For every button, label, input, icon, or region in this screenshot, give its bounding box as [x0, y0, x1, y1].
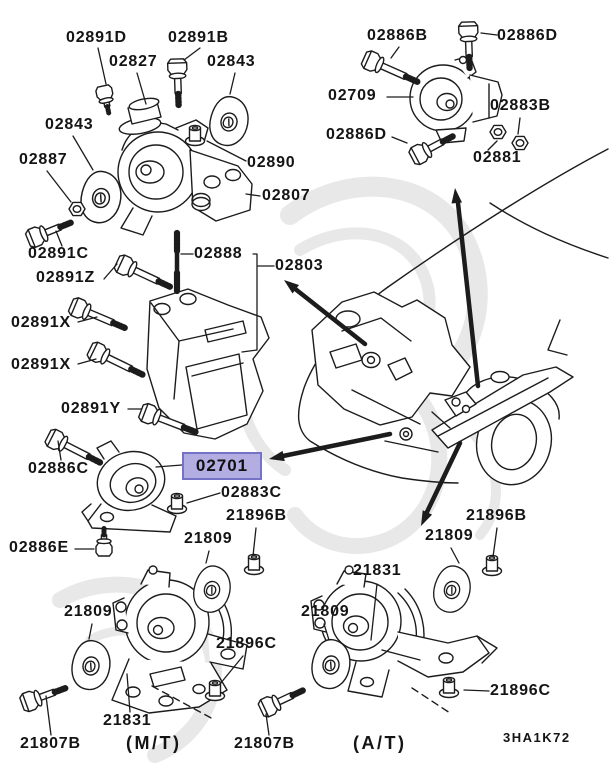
transmission-variant-label-mt: (M/T): [126, 733, 182, 753]
leader-lines: [45, 32, 521, 736]
part-label-21807b-mt: 21807B: [20, 735, 81, 752]
mount-02701-drawing: [81, 440, 177, 533]
bolt-02891z-drawing: [113, 253, 175, 296]
shield-02843-left-drawing: [77, 168, 125, 227]
part-label-21809-mt-upper: 21809: [184, 530, 233, 547]
bolt-02886e-drawing: [96, 529, 112, 557]
part-label-02886b: 02886B: [367, 27, 428, 44]
part-label-02843-left: 02843: [45, 116, 94, 133]
part-label-02883b: 02883B: [490, 97, 551, 114]
part-label-02891x-1: 02891X: [11, 314, 71, 331]
nut-02890-drawing: [184, 124, 206, 147]
car-outline-drawing: [297, 148, 609, 486]
selected-part-label[interactable]: 02701: [182, 452, 262, 480]
bolt-02891d-drawing: [95, 84, 116, 114]
mount-21831-at-drawing: [310, 565, 498, 698]
nut-02881-drawing: [489, 124, 507, 140]
part-label-02891x-2: 02891X: [11, 356, 71, 373]
mount-02709-drawing: [409, 55, 503, 144]
bracket-02803-drawing: [146, 288, 270, 440]
part-label-21896c-at: 21896C: [490, 682, 551, 699]
part-label-02891b: 02891B: [168, 29, 229, 46]
shield-21809-at-upper-drawing: [429, 562, 476, 617]
nut-21896c-at-drawing: [438, 676, 460, 699]
part-label-02807: 02807: [262, 187, 311, 204]
part-label-21809-at-upper: 21809: [425, 527, 474, 544]
assembly-dashed-line-mt: [151, 685, 214, 720]
bolt-02891x2-drawing: [86, 340, 148, 383]
nut-21896b-at-drawing: [481, 554, 503, 577]
part-label-02883c: 02883C: [221, 484, 282, 501]
part-label-21896b-at: 21896B: [466, 507, 527, 524]
part-label-02886d-bottom: 02886D: [326, 126, 387, 143]
location-arrows: [269, 188, 481, 526]
part-label-21807b-at: 21807B: [234, 735, 295, 752]
part-label-21809-at-lower: 21809: [301, 603, 350, 620]
shield-02843-top-drawing: [205, 93, 253, 150]
part-label-02891y: 02891Y: [61, 400, 121, 417]
nut-02883c-drawing: [166, 492, 188, 515]
bolt-21807b-at-drawing: [257, 682, 307, 719]
part-label-02886c: 02886C: [28, 460, 89, 477]
part-label-02843-top: 02843: [207, 53, 256, 70]
part-label-02827: 02827: [109, 53, 158, 70]
nut-02887-drawing: [68, 201, 86, 217]
sheet-code: 3HA1K72: [503, 730, 571, 745]
part-label-02887: 02887: [19, 151, 68, 168]
part-label-02891z: 02891Z: [36, 269, 96, 286]
transmission-variant-label-at: (A/T): [353, 733, 407, 753]
assembly-dashed-line-at: [411, 687, 451, 714]
part-label-21809-mt-lower: 21809: [64, 603, 113, 620]
bolt-21807b-mt-drawing: [19, 679, 69, 713]
part-label-21831-at: 21831: [353, 562, 402, 579]
part-label-02886e: 02886E: [9, 539, 69, 556]
part-label-02881: 02881: [473, 149, 522, 166]
nut-21896b-mt-drawing: [243, 553, 265, 576]
bolt-02891c-drawing: [24, 214, 74, 249]
part-label-21831-mt: 21831: [103, 712, 152, 729]
part-label-02709: 02709: [328, 87, 377, 104]
part-label-02891c: 02891C: [28, 245, 89, 262]
part-label-02890: 02890: [247, 154, 296, 171]
bolt-02891b-drawing: [168, 59, 189, 106]
part-label-02888: 02888: [194, 245, 243, 262]
insulator-02827-drawing: [118, 97, 162, 135]
part-label-02886d-top: 02886D: [497, 27, 558, 44]
part-label-02803: 02803: [275, 257, 324, 274]
part-label-21896c-mt: 21896C: [216, 635, 277, 652]
shield-21809-mt-lower-drawing: [68, 637, 114, 693]
part-label-02891d: 02891D: [66, 29, 127, 46]
nut-02883b-drawing: [511, 135, 529, 151]
part-label-21896b-mt: 21896B: [226, 507, 287, 524]
bolt-02891x1-drawing: [67, 296, 130, 337]
